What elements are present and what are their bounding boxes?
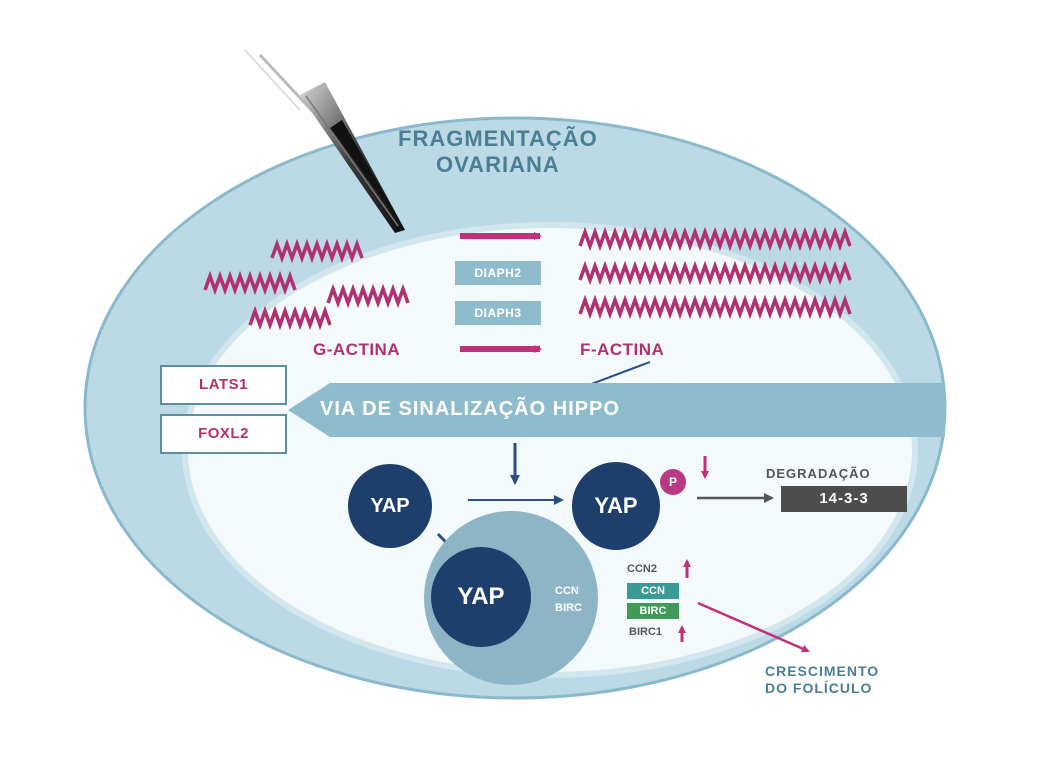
growth-line2: DO FOLÍCULO — [765, 680, 873, 696]
g-actin-coils — [203, 238, 410, 331]
coil — [578, 226, 852, 252]
ccn-box: CCN — [627, 583, 679, 599]
coil — [578, 260, 852, 286]
title-line2: OVARIANA — [436, 152, 560, 177]
ccn2-label: CCN2 — [627, 563, 657, 575]
coil — [203, 270, 297, 296]
arrow-growth — [697, 601, 810, 653]
coil — [578, 294, 852, 320]
yap-circle: YAP — [348, 464, 432, 548]
nucleus-ccn-label: CCN — [555, 585, 579, 597]
growth-line1: CRESCIMENTO — [765, 663, 880, 679]
lats1-box: LATS1 — [160, 365, 287, 405]
foxl2-box: FOXL2 — [160, 414, 287, 454]
birc-box: BIRC — [627, 603, 679, 619]
growth-label: CRESCIMENTO DO FOLÍCULO — [765, 663, 879, 697]
f-actin-label: F-ACTINA — [580, 340, 665, 359]
nucleus-birc-label: BIRC — [555, 602, 582, 614]
degradation-label: DEGRADAÇÃO — [766, 466, 871, 481]
diaph3-box: DIAPH3 — [455, 301, 541, 325]
yap-phospho-circle: YAP — [572, 462, 660, 550]
coil — [326, 283, 410, 309]
title-line1: FRAGMENTAÇÃO — [398, 126, 598, 151]
coil — [270, 238, 364, 264]
f-actin-coils — [578, 226, 852, 320]
needle-icon — [244, 49, 405, 233]
g-actin-label: G-ACTINA — [313, 340, 401, 359]
yap-nuclear-circle: YAP — [431, 547, 531, 647]
diaph2-box: DIAPH2 — [455, 261, 541, 285]
cell-inner — [185, 225, 915, 675]
phospho-badge: P — [660, 469, 686, 495]
coil — [248, 305, 332, 331]
hippo-banner — [288, 383, 945, 437]
diagram-title: FRAGMENTAÇÃO OVARIANA — [398, 126, 598, 178]
hippo-label: VIA DE SINALIZAÇÃO HIPPO — [320, 398, 620, 420]
birc1-label: BIRC1 — [629, 626, 663, 638]
14-3-3-box: 14-3-3 — [781, 486, 907, 512]
